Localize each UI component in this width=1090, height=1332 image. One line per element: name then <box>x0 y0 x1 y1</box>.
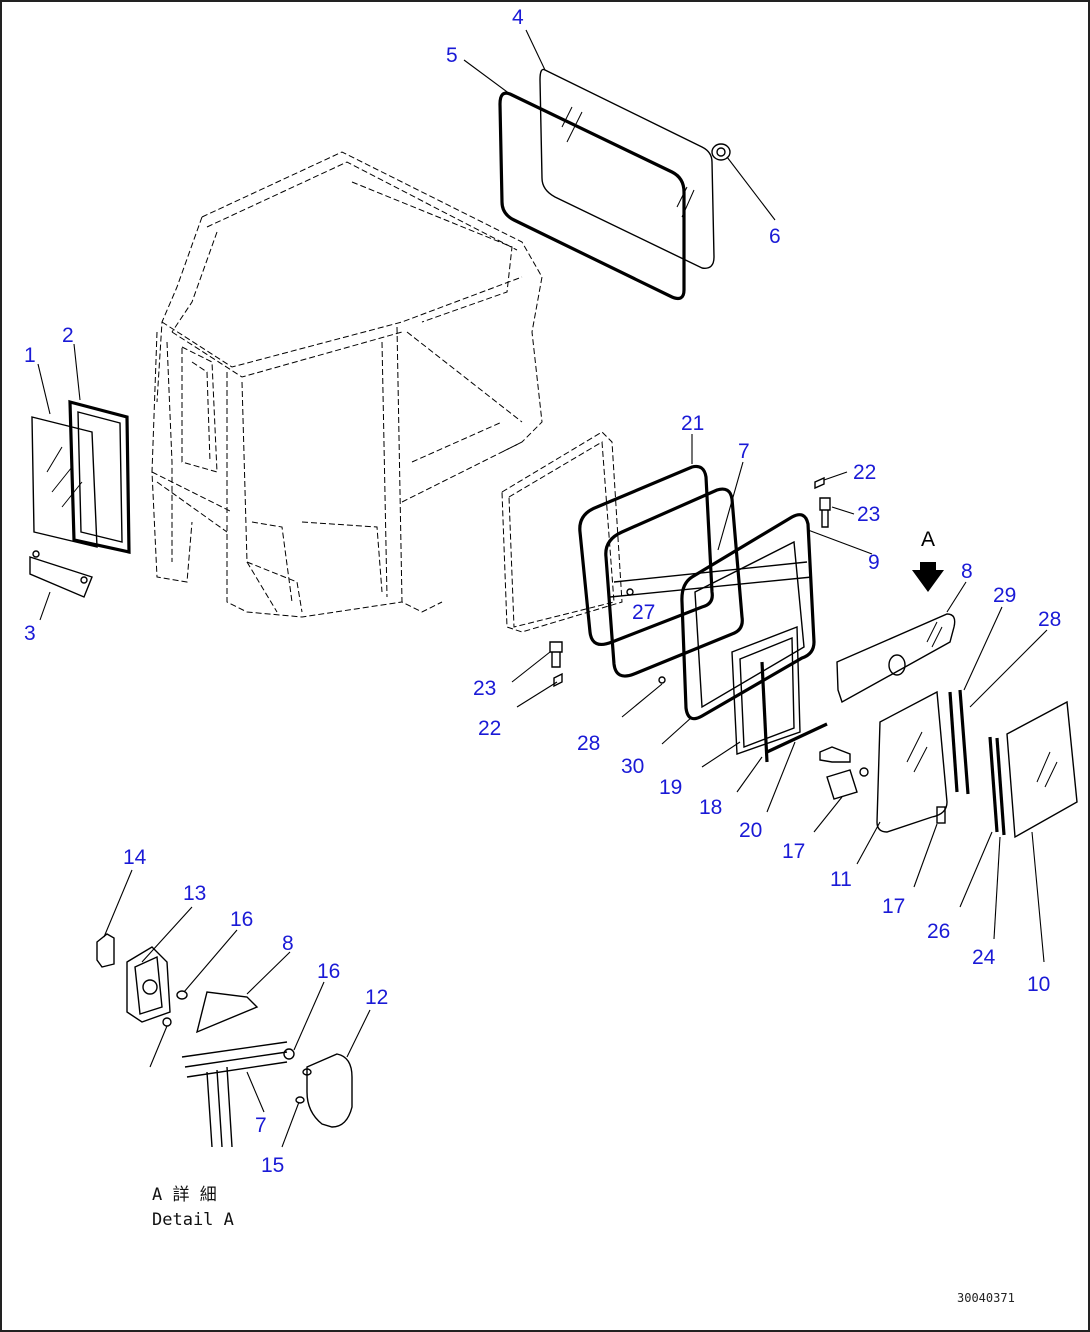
roof-window-glass <box>539 68 715 269</box>
rear-window-plate <box>29 550 93 598</box>
callout-6: 6 <box>769 225 781 248</box>
door-window-rubber-7 <box>604 487 744 678</box>
view-a-arrow: A <box>912 528 944 592</box>
callout-26: 28 <box>1038 608 1061 631</box>
stopper-17 <box>819 746 869 800</box>
callout-16-upper: 16 <box>230 908 253 931</box>
callout-23-upper: 23 <box>857 503 880 526</box>
callout-3: 3 <box>24 622 36 645</box>
lock-plate-8 <box>836 613 956 704</box>
callout-8-detail: 8 <box>282 932 294 955</box>
glass-11 <box>876 690 948 833</box>
callout-21: 21 <box>681 412 704 435</box>
callout-20: 20 <box>739 819 762 842</box>
detail-caption-english: Detail A <box>152 1210 234 1230</box>
glass-10 <box>1006 700 1078 839</box>
detail-a <box>96 933 353 1148</box>
detail-caption-japanese: A 詳 細 <box>152 1185 217 1205</box>
callout-12: 12 <box>365 986 388 1009</box>
callout-22-upper: 22 <box>853 461 876 484</box>
callout-10: 10 <box>1027 973 1050 996</box>
callout-13: 13 <box>183 882 206 905</box>
roof-window-fitting <box>711 143 731 161</box>
callout-labels: 4 5 6 1 2 3 21 7 22 23 9 8 29 28 27 23 2… <box>24 6 1061 1177</box>
callout-25: 26 <box>927 920 950 943</box>
callout-2: 2 <box>62 324 74 347</box>
roof-window-seal <box>498 91 686 301</box>
door-window-frame-9 <box>609 513 816 721</box>
callout-17-right: 17 <box>882 895 905 918</box>
rear-window-frame <box>68 399 131 554</box>
callout-16-lower: 16 <box>317 960 340 983</box>
callout-19: 19 <box>659 776 682 799</box>
callout-7-detail: 7 <box>255 1114 267 1137</box>
view-a-label: A <box>921 528 935 551</box>
channel-25 <box>988 736 999 833</box>
callout-4: 4 <box>512 6 524 29</box>
callout-7-upper: 7 <box>738 440 750 463</box>
door-channel-18 <box>760 661 769 763</box>
callout-27: 29 <box>993 584 1016 607</box>
plug-28 <box>626 588 666 684</box>
door-window-seal-21 <box>578 464 714 646</box>
bolt-23-lower <box>549 641 563 668</box>
channel-26 <box>958 689 970 795</box>
callout-15: 15 <box>261 1154 284 1177</box>
callout-28-upper: 27 <box>632 601 655 624</box>
callout-22-lower: 22 <box>478 717 501 740</box>
figure-id: 30040371 <box>957 1291 1015 1305</box>
door-strip-20 <box>766 722 828 754</box>
nut-22-upper <box>814 476 825 490</box>
callout-29: 30 <box>621 755 644 778</box>
leader-lines <box>37 29 1048 1148</box>
callout-8-upper: 8 <box>961 560 973 583</box>
cab-frame <box>151 151 623 633</box>
callout-5: 5 <box>446 44 458 67</box>
door-window-sash-19 <box>731 625 801 755</box>
callout-24: 24 <box>972 946 996 969</box>
callout-23-lower: 23 <box>473 677 496 700</box>
callout-14: 14 <box>123 846 147 869</box>
rear-window-glass <box>31 416 98 548</box>
callout-11: 11 <box>830 868 852 891</box>
channel-27 <box>948 691 959 793</box>
callout-18: 18 <box>699 796 722 819</box>
nut-22-lower <box>553 672 563 688</box>
callout-28-lower: 28 <box>577 732 600 755</box>
callout-1: 1 <box>24 344 36 367</box>
channel-24 <box>995 737 1006 836</box>
callout-9: 9 <box>868 551 880 574</box>
bolt-23-upper <box>819 497 831 528</box>
callout-17-left: 17 <box>782 840 805 863</box>
